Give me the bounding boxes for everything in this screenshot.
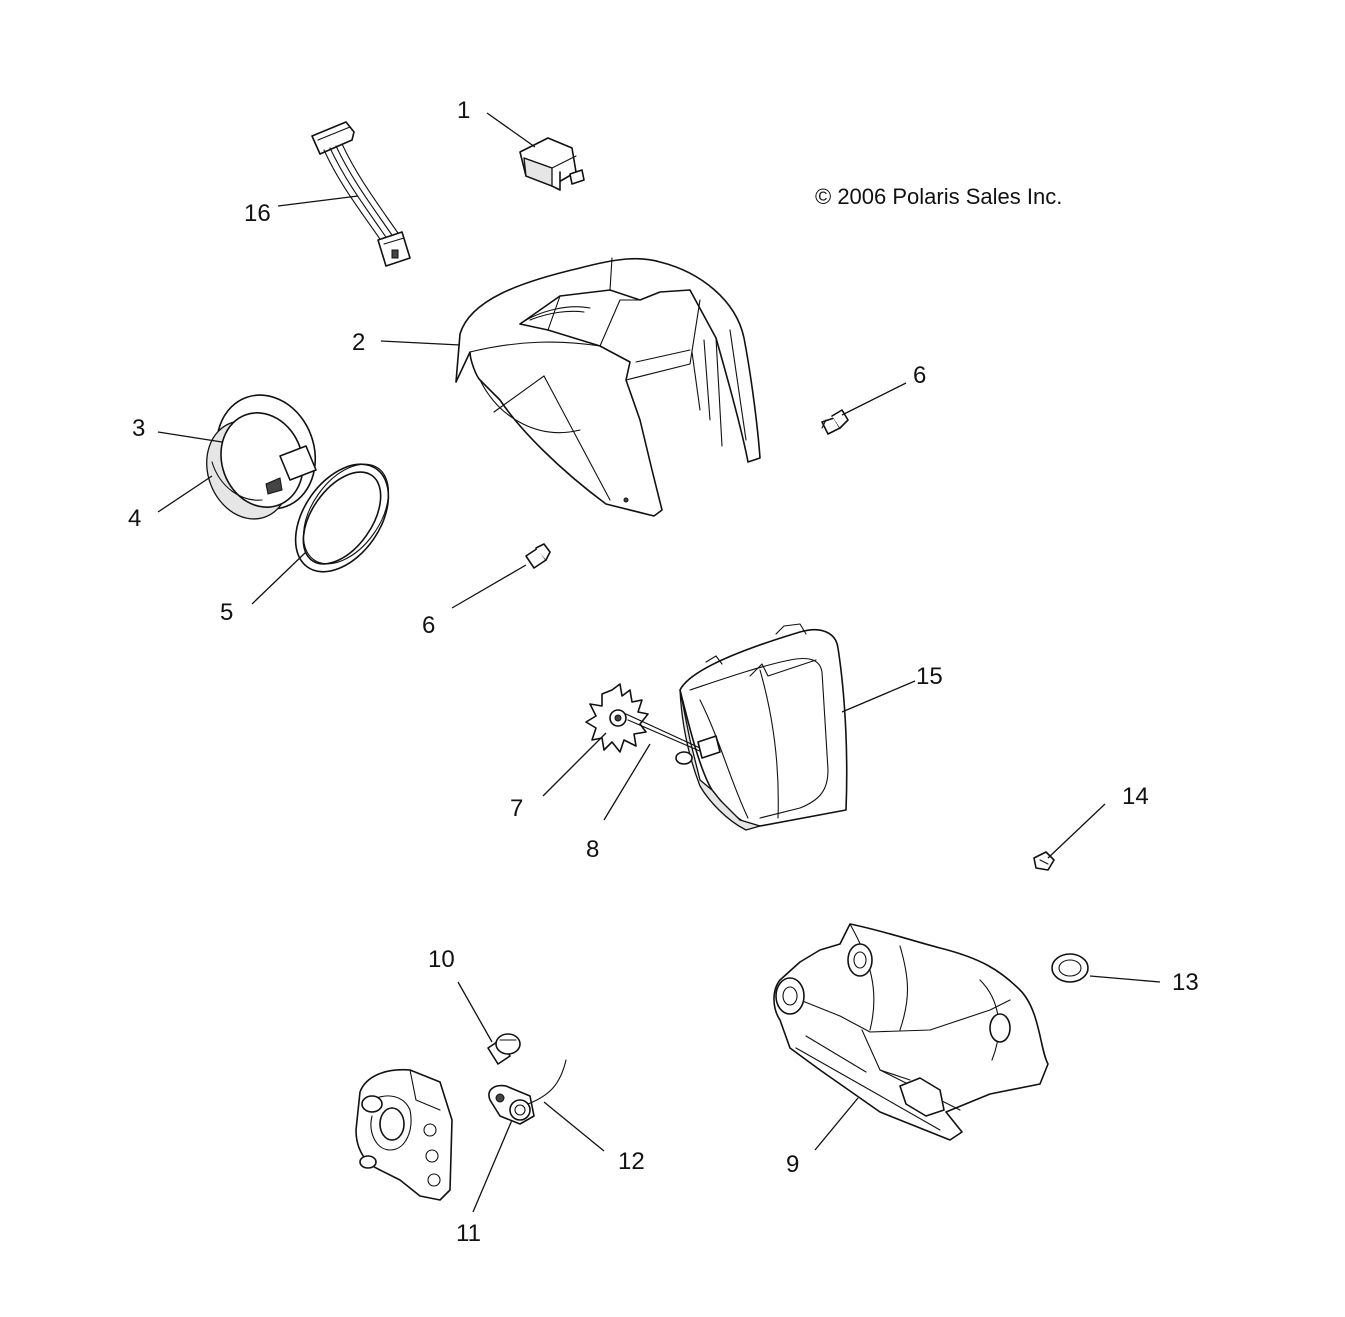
callout-14: 14	[1122, 783, 1149, 810]
callout-labels: 1 16 2 6 3 4 5 6 15 7 8 14 10 13 12 9 11	[128, 97, 1199, 1247]
part-15-instrument-housing	[679, 623, 848, 831]
callout-4: 4	[128, 505, 141, 532]
callout-16: 16	[244, 200, 271, 227]
leader-lines	[157, 112, 1161, 1213]
callout-9: 9	[786, 1151, 799, 1178]
part-9-lower-housing	[773, 923, 1049, 1141]
callout-12: 12	[618, 1148, 645, 1175]
part-3-4-gauge-assembly	[206, 394, 317, 520]
callout-7: 7	[510, 795, 523, 822]
part-2-pod-cover	[455, 257, 761, 517]
callout-6-lower: 6	[422, 612, 435, 639]
callout-13: 13	[1172, 969, 1199, 996]
copyright-notice: © 2006 Polaris Sales Inc.	[815, 184, 1062, 209]
part-11-12-sensor-wire	[488, 1059, 567, 1125]
throttle-mechanism	[355, 1068, 453, 1201]
part-5-seal-ring	[294, 463, 390, 573]
part-13-washer	[1051, 953, 1089, 983]
callout-2: 2	[352, 329, 365, 356]
callout-5: 5	[220, 599, 233, 626]
callout-8: 8	[586, 836, 599, 863]
part-10-bolt	[487, 1033, 521, 1065]
part-8-drive-cable	[625, 713, 721, 765]
callout-15: 15	[916, 663, 943, 690]
callout-6-upper: 6	[913, 362, 926, 389]
callout-1: 1	[457, 97, 470, 124]
callout-11: 11	[456, 1220, 481, 1247]
part-16-wire-harness	[311, 121, 411, 267]
part-7-gear	[585, 683, 649, 753]
callout-3: 3	[132, 415, 145, 442]
part-1-switch	[519, 137, 585, 191]
callout-10: 10	[428, 946, 455, 973]
part-6-screw-lower	[525, 543, 551, 569]
